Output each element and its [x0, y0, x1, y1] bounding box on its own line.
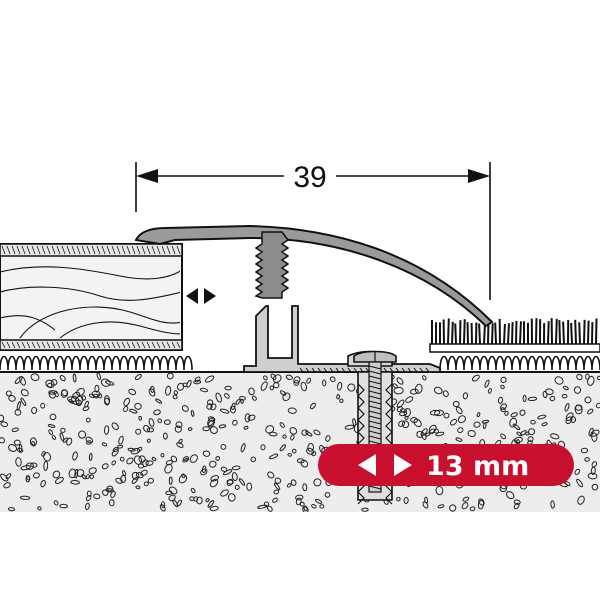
double-arrow-icon	[358, 454, 412, 476]
dimension-39: 39	[135, 161, 491, 300]
dimension-label: 39	[293, 161, 326, 194]
base-profile	[243, 305, 441, 373]
screed-subfloor	[0, 371, 600, 512]
carpet-flooring	[429, 318, 600, 353]
underlay-right	[439, 355, 600, 371]
height-badge: 13 mm	[318, 444, 574, 486]
double-arrow-icon	[186, 288, 216, 304]
wood-flooring-panel	[0, 243, 183, 351]
cover-profile	[134, 224, 494, 328]
underlay-left	[0, 355, 193, 371]
badge-label: 13 mm	[426, 451, 529, 482]
